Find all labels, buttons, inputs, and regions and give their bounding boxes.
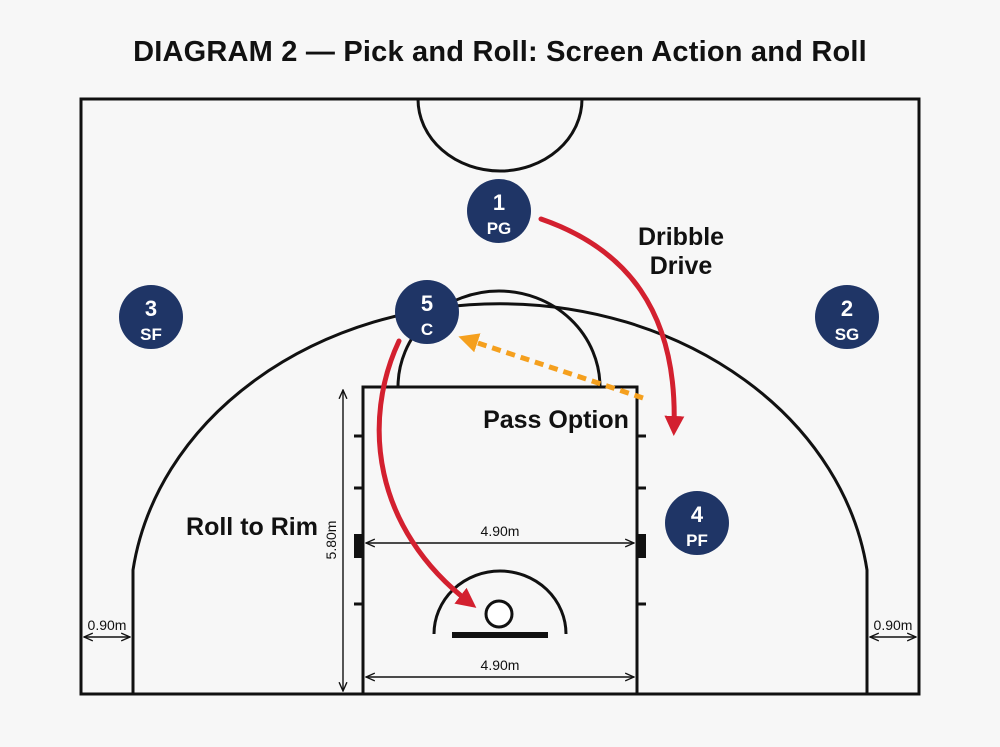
block-mark-left <box>354 534 363 558</box>
player-number: 3 <box>145 296 157 321</box>
player-role: PG <box>487 219 512 238</box>
pass-option-label: Pass Option <box>483 406 629 434</box>
lane-hash-marks <box>354 434 646 606</box>
block-mark-right <box>637 534 646 558</box>
player-role: C <box>421 320 433 339</box>
pass-option-arrow <box>458 333 644 401</box>
center-circle <box>416 98 584 173</box>
player-4-pf: 4 PF <box>665 491 729 555</box>
player-role: SF <box>140 325 162 344</box>
player-role: SG <box>835 325 860 344</box>
corner-left-label: 0.90m <box>88 617 127 633</box>
restricted-area-arc <box>432 569 568 635</box>
lane-width-bottom-label: 4.90m <box>481 657 520 673</box>
player-5-c: 5 C <box>395 280 459 344</box>
roll-to-rim-arrow <box>376 338 477 608</box>
player-number: 4 <box>691 502 704 527</box>
backboard <box>452 632 548 638</box>
player-role: PF <box>686 531 708 550</box>
player-number: 1 <box>493 190 505 215</box>
dribble-drive-label-line2: Drive <box>650 252 713 280</box>
player-3-sf: 3 SF <box>119 285 183 349</box>
corner-right-label: 0.90m <box>874 617 913 633</box>
lane-length-label: 5.80m <box>323 521 339 560</box>
player-number: 2 <box>841 296 853 321</box>
dribble-drive-label-line1: Dribble <box>638 223 724 251</box>
lane-width-top-label: 4.90m <box>481 523 520 539</box>
roll-to-rim-label: Roll to Rim <box>186 513 318 541</box>
three-point-line <box>131 302 869 694</box>
player-2-sg: 2 SG <box>815 285 879 349</box>
free-throw-circle <box>396 289 602 388</box>
player-1-pg: 1 PG <box>467 179 531 243</box>
diagram-title: DIAGRAM 2 — Pick and Roll: Screen Action… <box>133 36 867 68</box>
player-number: 5 <box>421 291 433 316</box>
rim <box>484 599 514 629</box>
dribble-drive-arrow <box>538 216 685 436</box>
